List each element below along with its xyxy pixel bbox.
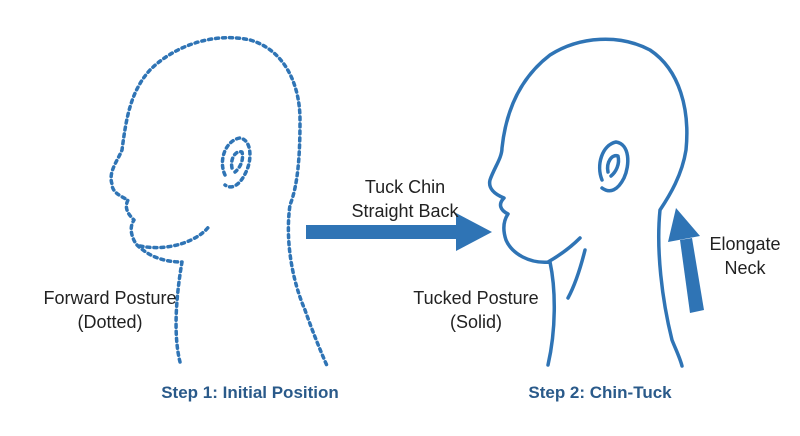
elongate-neck-label-line2: Neck xyxy=(724,258,766,278)
tucked-posture-ear xyxy=(597,140,630,193)
tuck-chin-label: Tuck Chin Straight Back xyxy=(330,175,480,223)
tuck-chin-arrow-head xyxy=(456,213,492,251)
forward-posture-jaw xyxy=(138,223,212,250)
tucked-posture-neck-line xyxy=(566,248,587,300)
elongate-neck-arrow-shaft xyxy=(680,238,704,313)
tuck-chin-arrow xyxy=(306,213,492,251)
forward-posture-ear xyxy=(220,136,252,189)
elongate-neck-label: Elongate Neck xyxy=(700,232,790,280)
tucked-posture-head-outline xyxy=(487,37,689,368)
step-1-title: Step 1: Initial Position xyxy=(161,383,339,402)
tuck-chin-arrow-shaft xyxy=(306,225,458,239)
forward-posture-label: Forward Posture (Dotted) xyxy=(30,286,190,334)
tucked-posture-head xyxy=(487,37,689,368)
elongate-neck-arrow xyxy=(668,208,704,313)
tucked-posture-label: Tucked Posture (Solid) xyxy=(396,286,556,334)
tucked-posture-ear-inner xyxy=(605,153,621,178)
forward-posture-head-outline xyxy=(109,35,330,370)
tucked-posture-jaw xyxy=(546,236,582,264)
forward-posture-head xyxy=(109,35,330,370)
step-2-title: Step 2: Chin-Tuck xyxy=(528,383,672,402)
tuck-chin-label-line1: Tuck Chin xyxy=(364,177,446,197)
forward-posture-label-line2: (Dotted) xyxy=(77,312,143,332)
elongate-neck-arrow-head xyxy=(668,208,700,242)
elongate-neck-label-line1: Elongate xyxy=(709,234,781,254)
forward-posture-label-line1: Forward Posture xyxy=(43,288,177,308)
forward-posture-ear-inner xyxy=(229,149,245,174)
tucked-posture-label-line1: Tucked Posture xyxy=(413,288,539,308)
tuck-chin-label-line2: Straight Back xyxy=(351,201,459,221)
tucked-posture-label-line2: (Solid) xyxy=(449,312,502,332)
